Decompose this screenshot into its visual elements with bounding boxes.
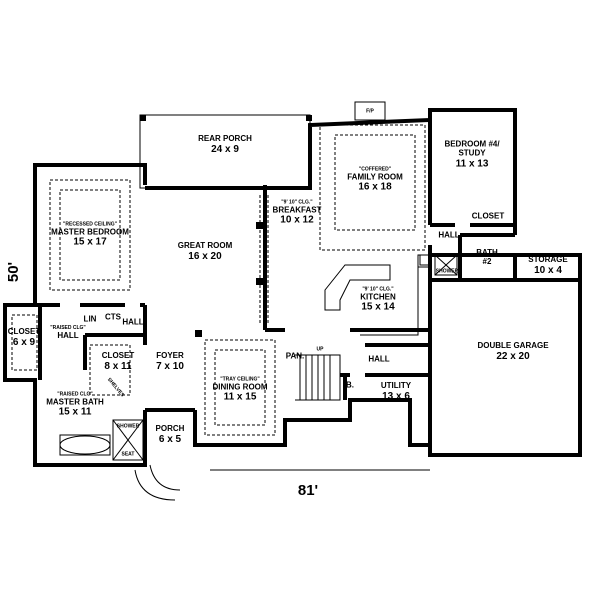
room-size: 15 x 14	[361, 301, 395, 313]
room-name: STORAGE	[528, 255, 568, 265]
b-label: B.	[346, 380, 354, 390]
room-name: BATH	[476, 248, 498, 258]
master-wing-wall	[3, 163, 147, 467]
shower-label: SHOWER	[116, 423, 140, 430]
room-size: 15 x 17	[73, 236, 107, 248]
room-name: UTILITY	[380, 381, 412, 391]
room-size: #2	[482, 257, 492, 266]
room-name: GREAT ROOM	[177, 241, 233, 251]
ceiling-note: "TRAY CEILING"	[220, 376, 260, 383]
room-name: BREAKFAST	[272, 204, 322, 214]
room-size: 6 x 5	[158, 433, 182, 445]
room-size: 7 x 10	[156, 360, 184, 372]
main-wall-top	[145, 108, 517, 235]
room-size: 15 x 11	[58, 406, 92, 418]
ceiling-note: "9' 10" CLG."	[362, 286, 394, 293]
linen-label: LIN	[83, 314, 97, 324]
hall-label: HALL	[122, 317, 144, 327]
entry-arc	[134, 464, 181, 501]
room-size: 10 x 4	[534, 264, 562, 276]
depth-dimension: 50'	[4, 261, 22, 283]
width-dimension: 81'	[297, 481, 319, 499]
room-name: DOUBLE GARAGE	[477, 341, 549, 351]
room-size: 16 x 20	[188, 250, 222, 262]
room-size: 24 x 9	[211, 143, 239, 155]
fireplace-label: F/P	[366, 108, 374, 115]
room-name: KITCHEN	[360, 291, 396, 301]
cts-label: CTS	[105, 312, 121, 322]
ceiling-note: "9' 10" CLG."	[281, 199, 313, 206]
rear-porch-outline	[139, 114, 311, 189]
room-name: MASTER BEDROOM	[51, 226, 129, 236]
room-name: FAMILY ROOM	[347, 171, 403, 181]
room-size: 10 x 12	[280, 214, 314, 226]
front-wall	[193, 375, 432, 447]
ceiling-note: "RECESSED CEILING"	[63, 221, 117, 228]
room-name: BEDROOM #4/ STUDY	[444, 139, 500, 158]
seat-label: SEAT	[121, 451, 135, 458]
hall-label: HALL	[57, 330, 79, 340]
pantry-label: PAN.	[285, 351, 305, 361]
room-bath-2: BATH#2	[476, 248, 498, 267]
room-name: FOYER	[156, 351, 184, 361]
stairs-up-label: UP	[316, 346, 324, 353]
room-name: REAR PORCH	[198, 134, 252, 144]
closet-label: CLOSET	[471, 211, 505, 221]
room-name: DINING ROOM	[212, 381, 268, 391]
room-size: 6 x 9	[12, 336, 36, 348]
room-name: CLOSET	[101, 351, 135, 361]
shower-label: SHOWER	[435, 268, 459, 275]
ceiling-note: "RAISED CLG"	[57, 391, 93, 398]
room-size: 11 x 15	[223, 391, 257, 403]
ceiling-note: "COFFERED"	[358, 166, 392, 173]
room-size: 22 x 20	[496, 350, 530, 362]
room-size: 11 x 13	[455, 158, 489, 170]
room-size: 13 x 6	[382, 390, 410, 402]
bathtub	[59, 435, 111, 455]
kitchen-island	[324, 264, 391, 311]
hall-label: HALL	[368, 354, 390, 364]
hall-closet-area: "RAISED CLG"HALL	[50, 324, 86, 340]
room-size: 16 x 18	[358, 181, 392, 193]
ceiling-note: "RAISED CLG"	[50, 324, 86, 331]
hall-label: HALL	[438, 230, 460, 240]
room-name: CLOSET	[7, 327, 41, 337]
room-name: MASTER BATH	[46, 396, 104, 406]
room-size: 8 x 11	[104, 360, 132, 372]
stairs	[295, 354, 341, 401]
room-name: PORCH	[155, 424, 185, 434]
